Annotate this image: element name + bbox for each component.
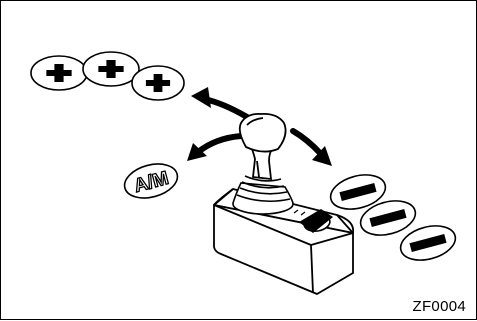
mode-knob xyxy=(293,209,333,233)
lever-handle xyxy=(238,113,287,181)
mode-symbol: A/M xyxy=(123,163,179,199)
plus-symbols xyxy=(30,51,185,101)
plus-icon xyxy=(30,55,88,91)
arrow-down-right xyxy=(290,128,332,166)
minus-symbols xyxy=(329,174,457,261)
minus-icon xyxy=(399,225,457,261)
arrow-left xyxy=(187,133,244,161)
lever-boot xyxy=(232,175,294,215)
arrow-up-left xyxy=(191,87,250,120)
plus-icon xyxy=(82,51,140,87)
minus-icon xyxy=(329,174,387,210)
plus-icon xyxy=(131,65,185,101)
minus-icon xyxy=(359,200,417,236)
reference-code: ZF0004 xyxy=(412,298,466,315)
